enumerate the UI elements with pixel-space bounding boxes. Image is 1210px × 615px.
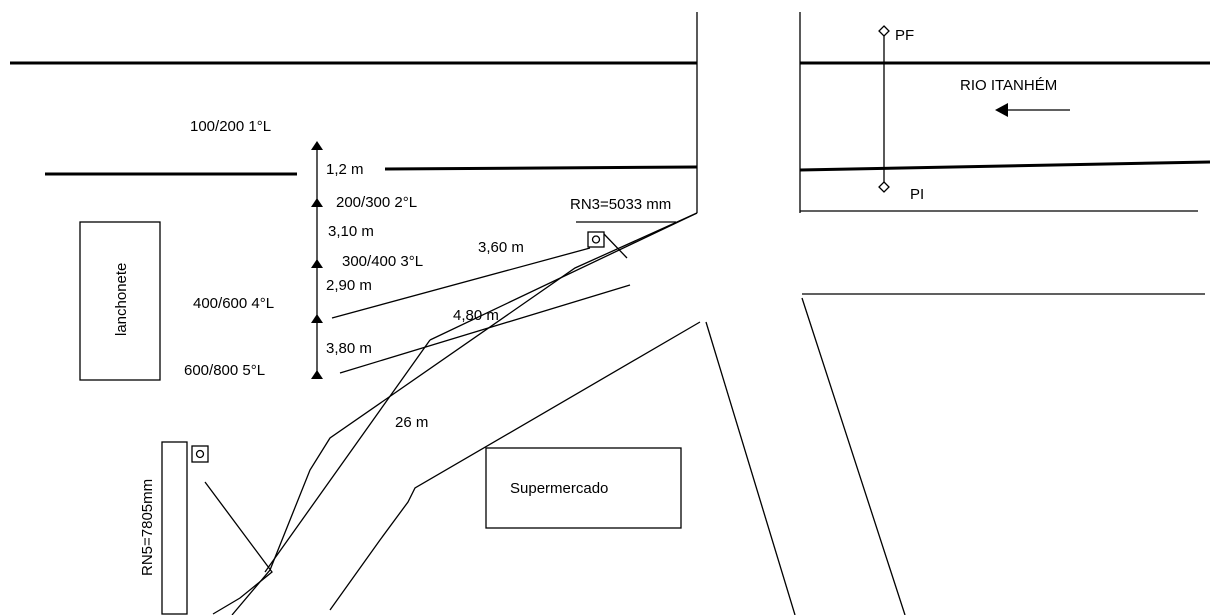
sight-rn3-label: 3,60 m — [478, 239, 524, 256]
station-2-marker — [311, 198, 323, 207]
sight-4-label: 4,80 m — [453, 307, 499, 324]
station-5-label: 600/800 5°L — [184, 362, 265, 379]
sight-line-4th — [331, 247, 591, 319]
rn3-leader-line — [603, 233, 628, 259]
pf-label: PF — [895, 27, 914, 44]
street-edge-mid-left-b — [384, 165, 698, 171]
station-4-marker — [311, 314, 323, 323]
block-edge-slant — [801, 297, 906, 615]
lanchonete-building — [79, 221, 161, 381]
station-4-label: 400/600 4°L — [193, 295, 274, 312]
river-label: RIO ITANHÉM — [960, 77, 1057, 94]
gap-3-label: 2,90 m — [326, 277, 372, 294]
station-2-label: 200/300 2°L — [336, 194, 417, 211]
gap-4-label: 3,80 m — [326, 340, 372, 357]
station-3-marker — [311, 259, 323, 268]
lower-left-road — [204, 481, 273, 615]
pi-label: PI — [910, 186, 924, 203]
rn5-benchmark-icon — [191, 445, 209, 463]
pi-point-icon — [878, 181, 890, 193]
supermarket-road-right — [705, 321, 796, 615]
river-flow-arrow-icon — [995, 103, 1008, 117]
supermarket-road-edge — [329, 321, 701, 611]
rn5-benchmark-dot — [195, 449, 205, 459]
station-5-marker — [311, 370, 323, 379]
station-1-label: 100/200 1°L — [190, 118, 271, 135]
rn3-benchmark-icon — [587, 231, 605, 248]
diagonal-road-left — [231, 212, 698, 615]
rn5-sight-line — [264, 339, 431, 573]
lanchonete-label: lanchonete — [113, 263, 130, 336]
supermercado-building — [485, 447, 682, 529]
pf-point-icon — [878, 25, 890, 37]
supermercado-label: Supermercado — [510, 480, 608, 497]
station-3-label: 300/400 3°L — [342, 253, 423, 270]
sight-line-5th — [339, 284, 631, 374]
gap-2-label: 3,10 m — [328, 223, 374, 240]
sight-26-label: 26 m — [395, 414, 428, 431]
river-bank-bottom — [799, 160, 1210, 172]
gap-1-label: 1,2 m — [326, 161, 364, 178]
rn5-label: RN5=7805mm — [139, 479, 156, 576]
rn3-label: RN3=5033 mm — [570, 196, 671, 213]
rn5-wall — [161, 441, 188, 615]
station-1-marker — [311, 141, 323, 150]
rn3-benchmark-dot — [591, 235, 601, 244]
